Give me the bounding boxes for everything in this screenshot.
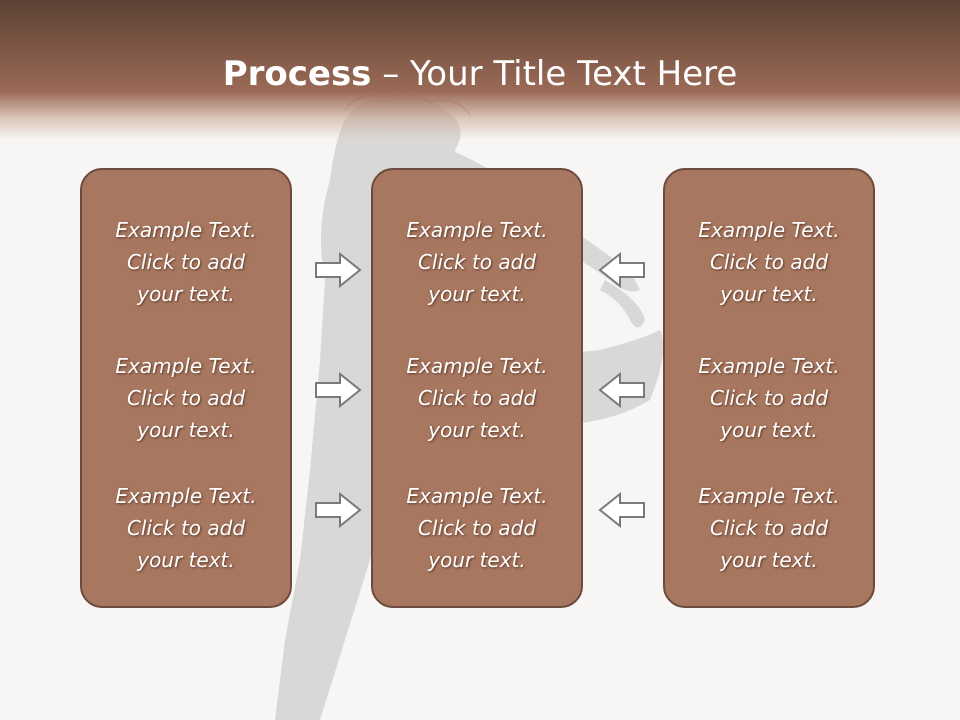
text-line: your text. bbox=[720, 548, 818, 572]
text-placeholder[interactable]: Example Text. Click to add your text. bbox=[373, 214, 581, 310]
text-line: Click to add bbox=[417, 250, 537, 274]
text-line: Example Text. bbox=[115, 484, 257, 508]
text-line: your text. bbox=[720, 282, 818, 306]
text-line: Click to add bbox=[709, 516, 829, 540]
text-line: your text. bbox=[137, 548, 235, 572]
arrow-right-icon bbox=[315, 252, 362, 288]
text-line: Example Text. bbox=[406, 354, 548, 378]
text-line: Click to add bbox=[417, 386, 537, 410]
slide-title[interactable]: Process – Your Title Text Here bbox=[0, 52, 960, 96]
arrow-left-icon bbox=[598, 372, 645, 408]
text-placeholder[interactable]: Example Text. Click to add your text. bbox=[82, 350, 290, 446]
text-placeholder[interactable]: Example Text. Click to add your text. bbox=[373, 350, 581, 446]
process-box-left[interactable]: Example Text. Click to add your text. Ex… bbox=[80, 168, 292, 608]
text-placeholder[interactable]: Example Text. Click to add your text. bbox=[665, 480, 873, 576]
text-placeholder[interactable]: Example Text. Click to add your text. bbox=[82, 480, 290, 576]
title-header-band bbox=[0, 0, 960, 140]
text-line: your text. bbox=[428, 282, 526, 306]
text-line: your text. bbox=[428, 418, 526, 442]
process-box-center[interactable]: Example Text. Click to add your text. Ex… bbox=[371, 168, 583, 608]
text-line: Example Text. bbox=[698, 484, 840, 508]
text-line: your text. bbox=[720, 418, 818, 442]
text-line: your text. bbox=[137, 418, 235, 442]
arrow-right-icon bbox=[315, 492, 362, 528]
text-line: Example Text. bbox=[406, 218, 548, 242]
arrow-left-icon bbox=[598, 252, 645, 288]
text-line: Example Text. bbox=[698, 354, 840, 378]
arrow-left-icon bbox=[598, 492, 645, 528]
process-box-right[interactable]: Example Text. Click to add your text. Ex… bbox=[663, 168, 875, 608]
text-line: Click to add bbox=[709, 386, 829, 410]
arrow-right-icon bbox=[315, 372, 362, 408]
text-placeholder[interactable]: Example Text. Click to add your text. bbox=[665, 214, 873, 310]
text-line: Click to add bbox=[709, 250, 829, 274]
text-line: Example Text. bbox=[115, 354, 257, 378]
text-line: Click to add bbox=[126, 250, 246, 274]
title-bold-part: Process bbox=[222, 54, 372, 94]
text-placeholder[interactable]: Example Text. Click to add your text. bbox=[665, 350, 873, 446]
text-line: your text. bbox=[137, 282, 235, 306]
text-placeholder[interactable]: Example Text. Click to add your text. bbox=[82, 214, 290, 310]
text-line: Click to add bbox=[417, 516, 537, 540]
text-placeholder[interactable]: Example Text. Click to add your text. bbox=[373, 480, 581, 576]
text-line: Example Text. bbox=[115, 218, 257, 242]
text-line: Example Text. bbox=[698, 218, 840, 242]
title-rest-part: – Your Title Text Here bbox=[371, 54, 738, 94]
text-line: Click to add bbox=[126, 516, 246, 540]
text-line: your text. bbox=[428, 548, 526, 572]
text-line: Click to add bbox=[126, 386, 246, 410]
text-line: Example Text. bbox=[406, 484, 548, 508]
